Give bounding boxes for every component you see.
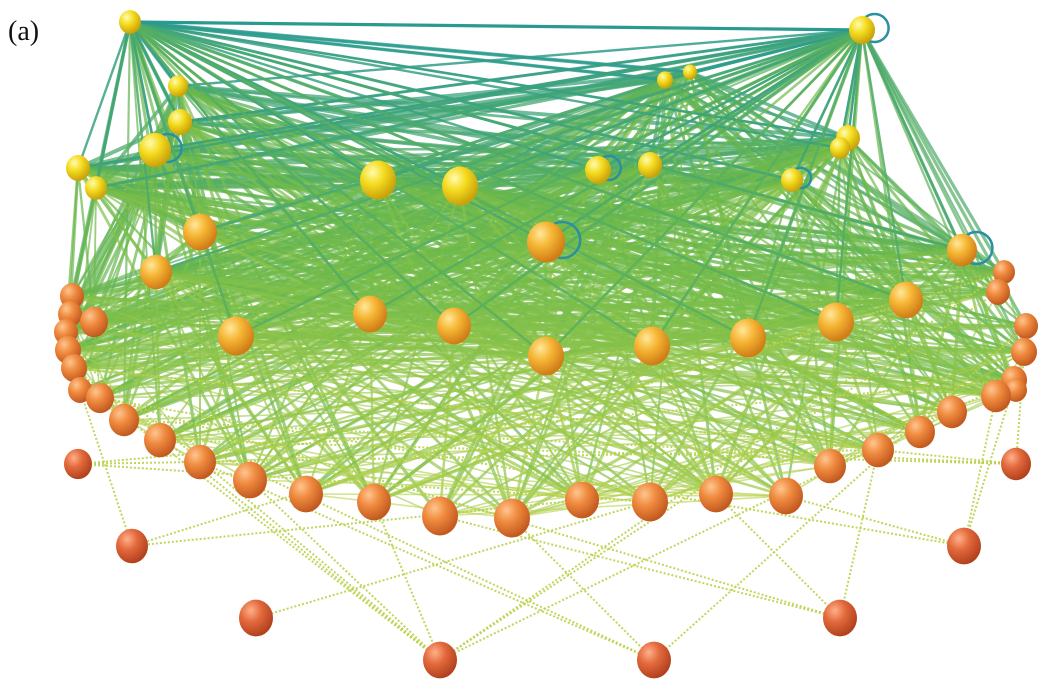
orange-node <box>218 317 254 356</box>
ring-node <box>494 499 530 538</box>
edge <box>840 450 878 618</box>
orange-node <box>353 296 387 333</box>
ring-node <box>769 478 803 515</box>
yellow-node <box>119 10 141 34</box>
ring-node <box>184 445 216 480</box>
ring-node <box>86 383 114 413</box>
orange-node <box>437 308 471 345</box>
ring-node <box>986 279 1010 305</box>
ring-node <box>632 483 668 522</box>
ring-node <box>565 482 599 519</box>
yellow-node <box>168 75 188 97</box>
ring-node <box>144 423 176 458</box>
orange-node <box>889 282 923 319</box>
yellow-node <box>66 155 90 181</box>
ring-node <box>233 462 267 499</box>
ring-node <box>422 497 458 536</box>
red-node <box>823 600 857 637</box>
orange-node <box>634 327 670 366</box>
ring-node <box>862 433 894 468</box>
yellow-node <box>85 176 107 200</box>
ring-node <box>1011 338 1037 366</box>
orange-node <box>527 221 565 262</box>
orange-node <box>528 337 564 376</box>
yellow-node <box>638 152 662 178</box>
orange-node <box>730 319 766 358</box>
ring-node <box>699 476 733 513</box>
red-node <box>1001 448 1031 480</box>
yellow-node <box>830 137 850 159</box>
yellow-node <box>360 161 396 200</box>
ring-node <box>1014 313 1038 339</box>
ring-node <box>80 307 108 337</box>
ring-node <box>109 404 139 436</box>
ring-node <box>905 416 935 448</box>
yellow-node <box>781 168 803 192</box>
yellow-node <box>849 16 875 44</box>
red-node <box>64 449 92 479</box>
orange-node <box>818 303 854 342</box>
yellow-node <box>139 133 171 168</box>
yellow-node <box>168 109 192 135</box>
red-node <box>947 528 981 565</box>
red-node <box>239 600 273 637</box>
red-node <box>423 642 457 679</box>
panel-label: (a) <box>8 18 39 46</box>
yellow-node <box>683 64 697 79</box>
ring-node <box>981 380 1011 412</box>
ring-node <box>357 484 391 521</box>
orange-node <box>183 214 217 251</box>
ring-node <box>814 449 846 484</box>
red-node <box>116 529 148 564</box>
edge <box>130 22 862 30</box>
edge <box>964 396 996 546</box>
orange-node <box>140 255 172 290</box>
ring-node <box>937 396 967 428</box>
orange-node <box>947 234 977 266</box>
red-node <box>637 642 671 679</box>
ring-node <box>289 476 323 513</box>
yellow-node <box>442 167 478 206</box>
yellow-node <box>657 71 673 88</box>
yellow-node <box>585 156 611 184</box>
